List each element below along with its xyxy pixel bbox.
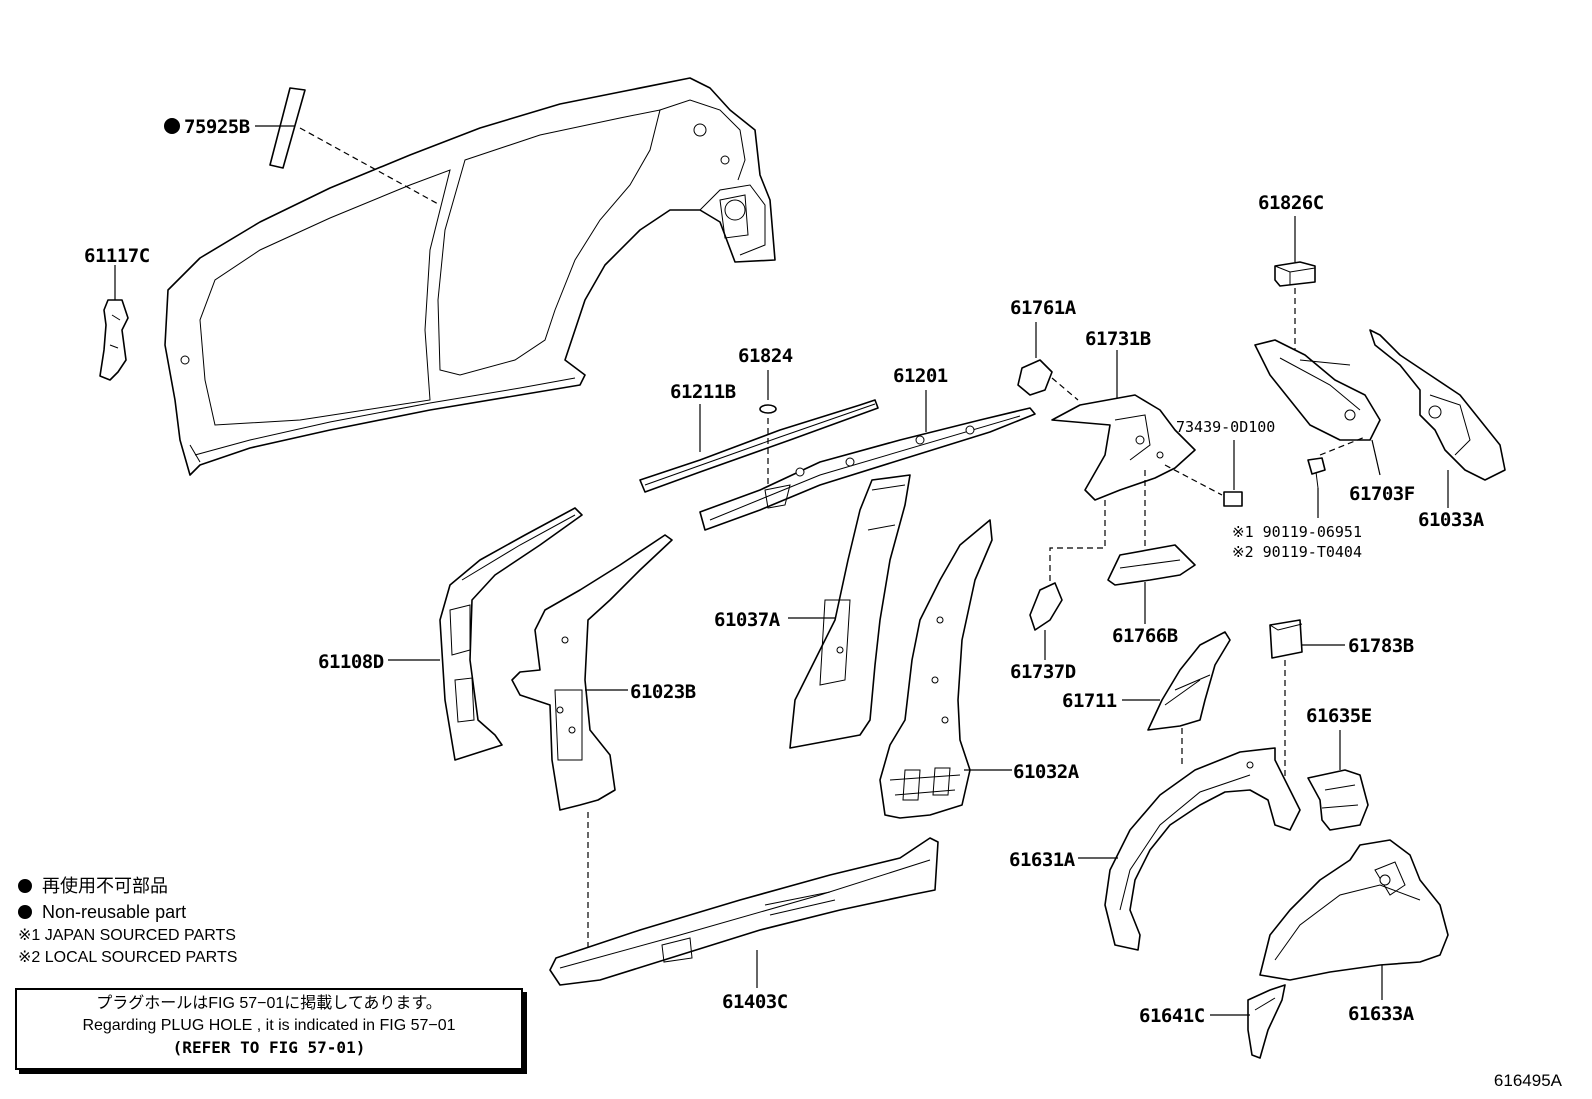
legend: 再使用不可部品 Non-reusable part ※1 JAPAN SOURC… <box>18 873 338 969</box>
part-61201-shape <box>699 407 1036 531</box>
part-61117C-shape <box>99 299 129 381</box>
label-61108D: 61108D <box>318 651 384 673</box>
label-61703F: 61703F <box>1349 483 1415 505</box>
part-61403C-shape <box>549 837 939 986</box>
legend-row-non-reusable-jp: 再使用不可部品 <box>18 873 338 899</box>
note-line-ref: (REFER TO FIG 57-01) <box>172 1038 366 1057</box>
part-61641C-shape <box>1247 984 1286 1059</box>
label-61201: 61201 <box>893 365 948 387</box>
label-61023B: 61023B <box>630 681 696 703</box>
part-61211B-shape <box>639 399 879 493</box>
label-61783B: 61783B <box>1348 635 1414 657</box>
part-61037A-shape <box>789 474 911 749</box>
part-61826C-shape <box>1274 261 1316 287</box>
part-61731B-shape <box>1051 394 1196 501</box>
note-line-en: Regarding PLUG HOLE , it is indicated in… <box>82 1017 456 1034</box>
part-61703F-shape <box>1254 339 1381 441</box>
part-61711-shape <box>1147 631 1231 731</box>
label-73439-0D100: 73439-0D100 <box>1176 418 1275 436</box>
label-61633A: 61633A <box>1348 1003 1415 1025</box>
part-61766B-shape <box>1107 544 1196 586</box>
part-61783B-shape <box>1269 619 1303 659</box>
label-61826C: 61826C <box>1258 192 1324 214</box>
note-line-jp: プラグホールはFIG 57−01に掲載してあります。 <box>96 995 442 1012</box>
label-75925B: 75925B <box>184 116 250 138</box>
part-61635E-shape <box>1307 769 1369 831</box>
label-61032A: 61032A <box>1013 761 1080 783</box>
label-61641C: 61641C <box>1139 1005 1205 1027</box>
label-61761A: 61761A <box>1010 297 1077 319</box>
label-61711: 61711 <box>1062 690 1117 712</box>
legend-non-reusable-en: Non-reusable part <box>42 902 187 922</box>
label-90119-T0404: ※2 90119-T0404 <box>1232 543 1362 561</box>
part-61761A-shape <box>1017 359 1053 396</box>
legend-local-sourced: ※2 LOCAL SOURCED PARTS <box>18 949 238 966</box>
label-61403C: 61403C <box>722 991 788 1013</box>
figure-id: 616495A <box>1493 1071 1562 1090</box>
part-61824-shape <box>759 404 777 414</box>
part-61023B-shape <box>511 534 673 811</box>
part-73439-shape <box>1223 491 1243 507</box>
label-61033A: 61033A <box>1418 509 1485 531</box>
part-61631A-shape <box>1104 747 1301 951</box>
label-61766B: 61766B <box>1112 625 1178 647</box>
part-75925B-shape <box>269 87 306 169</box>
part-61108D-shape <box>439 507 583 761</box>
label-90119-06951: ※1 90119-06951 <box>1232 523 1362 541</box>
bolt-90119-shape <box>1307 457 1326 489</box>
bullet-icon <box>18 905 32 919</box>
bullet-icon <box>18 879 32 893</box>
part-61033A-shape <box>1369 329 1506 481</box>
label-61737D: 61737D <box>1010 661 1076 683</box>
label-61731B: 61731B <box>1085 328 1151 350</box>
plug-hole-note: プラグホールはFIG 57−01に掲載してあります。 Regarding PLU… <box>15 988 523 1070</box>
part-61032A-shape <box>879 519 993 819</box>
non-reusable-marker <box>164 118 180 134</box>
part-61737D-shape <box>1029 582 1063 631</box>
body-side-outer-panel <box>164 77 776 476</box>
label-61117C: 61117C <box>84 245 150 267</box>
label-61631A: 61631A <box>1009 849 1076 871</box>
legend-non-reusable-jp: 再使用不可部品 <box>42 876 168 896</box>
legend-japan-sourced: ※1 JAPAN SOURCED PARTS <box>18 927 236 944</box>
label-61037A: 61037A <box>714 609 781 631</box>
part-61633A-shape <box>1259 839 1449 981</box>
label-61211B: 61211B <box>670 381 736 403</box>
label-61635E: 61635E <box>1306 705 1372 727</box>
label-61824: 61824 <box>738 345 793 367</box>
legend-row-non-reusable-en: Non-reusable part <box>18 899 338 925</box>
